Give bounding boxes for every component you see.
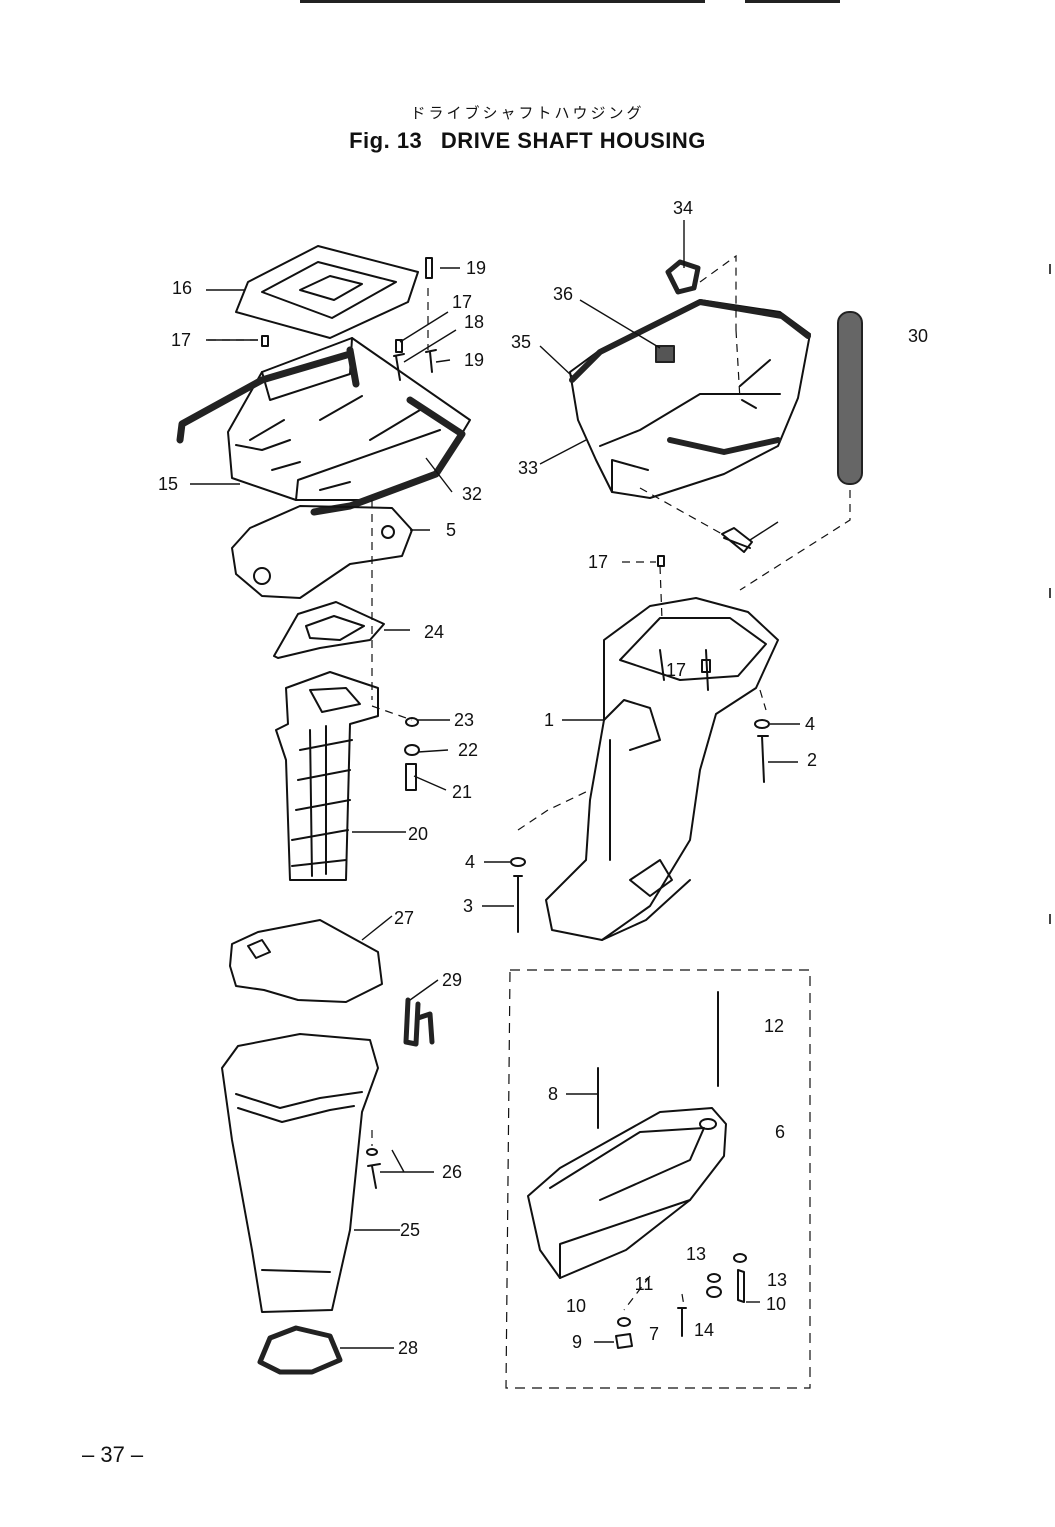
callout-6: 6 xyxy=(774,1122,786,1142)
callout-28: 28 xyxy=(397,1338,419,1358)
callout-26: 26 xyxy=(441,1162,463,1182)
callout-17-right: 17 xyxy=(587,552,609,572)
callout-33: 34 xyxy=(672,198,694,218)
callout-23: 23 xyxy=(453,710,475,730)
part-1-housing xyxy=(545,597,779,941)
callout-34: 35 xyxy=(510,332,532,352)
part-33-grommet xyxy=(665,259,701,295)
callout-22: 22 xyxy=(457,740,479,760)
callout-8: 8 xyxy=(547,1084,559,1104)
callout-19-mid: 19 xyxy=(463,350,485,370)
callout-4-left: 4 xyxy=(464,852,476,872)
callout-35: 36 xyxy=(552,284,574,304)
part-36-screw xyxy=(721,527,753,553)
callout-24: 24 xyxy=(423,622,445,642)
callout-17-housing: 17 xyxy=(665,660,687,680)
binder-mark xyxy=(1049,914,1051,924)
part-27-gasket xyxy=(229,919,383,1003)
callout-2: 2 xyxy=(806,750,818,770)
callout-31: 32 xyxy=(461,484,483,504)
leader-lines xyxy=(190,220,800,1349)
callout-20: 20 xyxy=(407,824,429,844)
part-34-seal xyxy=(569,299,811,455)
callout-4-right: 4 xyxy=(804,714,816,734)
part-26-bolt xyxy=(366,1148,381,1189)
callout-18: 18 xyxy=(463,312,485,332)
callout-11: 10 xyxy=(765,1294,787,1314)
figure-title-english: DRIVE SHAFT HOUSING xyxy=(440,128,706,153)
part-28-gasket xyxy=(257,1325,343,1375)
callout-10-left: 10 xyxy=(565,1296,587,1316)
callout-13-left: 13 xyxy=(685,1244,707,1264)
callout-5: 5 xyxy=(445,520,457,540)
callout-10-right: 11 xyxy=(634,1274,654,1294)
binder-mark xyxy=(1049,588,1051,598)
callout-13-right: 13 xyxy=(766,1270,788,1290)
callout-17-top: 17 xyxy=(451,292,473,312)
part-3-bolt xyxy=(513,875,523,933)
part-14-bolt xyxy=(677,1307,687,1337)
part-30-hose xyxy=(837,311,863,485)
callout-32: 33 xyxy=(517,458,539,478)
part-32-apron xyxy=(569,299,811,499)
callout-30: 30 xyxy=(907,326,929,346)
callout-3: 3 xyxy=(462,896,474,916)
callout-17-left: 17 xyxy=(170,330,192,350)
callout-7: 7 xyxy=(648,1324,660,1344)
sub-assembly-box xyxy=(505,969,811,1389)
part-20-exhaust-tube xyxy=(275,671,379,881)
part-25-cover xyxy=(221,1033,379,1313)
figure-number: Fig. 13 xyxy=(349,128,423,153)
part-5-gasket xyxy=(231,505,413,599)
part-6-spacer xyxy=(527,1107,727,1279)
part-2-bolt xyxy=(757,735,769,783)
callout-19-top: 19 xyxy=(465,258,487,278)
callout-9: 9 xyxy=(571,1332,583,1352)
dashed-alignment-lines xyxy=(208,254,851,1311)
callout-29: 29 xyxy=(441,970,463,990)
figure-title-japanese: ドライブシャフトハウジング xyxy=(410,105,645,122)
callout-27: 27 xyxy=(393,908,415,928)
callout-15: 15 xyxy=(157,474,179,494)
callout-25: 25 xyxy=(399,1220,421,1240)
callout-1: 1 xyxy=(543,710,555,730)
callout-21: 21 xyxy=(451,782,473,802)
callout-14: 14 xyxy=(693,1320,715,1340)
top-rule-right xyxy=(745,0,840,3)
binder-mark xyxy=(1049,264,1051,274)
figure-title: Fig. 13 DRIVE SHAFT HOUSING xyxy=(0,128,1055,154)
part-24-plate xyxy=(273,601,385,659)
page-number: – 37 – xyxy=(82,1442,144,1467)
part-29-seal xyxy=(403,997,435,1047)
top-rule-left xyxy=(300,0,705,3)
callout-16: 16 xyxy=(171,278,193,298)
part-31-gasket xyxy=(176,346,466,516)
part-35-label xyxy=(655,345,675,363)
small-hardware xyxy=(261,257,770,1349)
callout-12: 12 xyxy=(763,1016,785,1036)
part-16-plate xyxy=(235,245,419,339)
